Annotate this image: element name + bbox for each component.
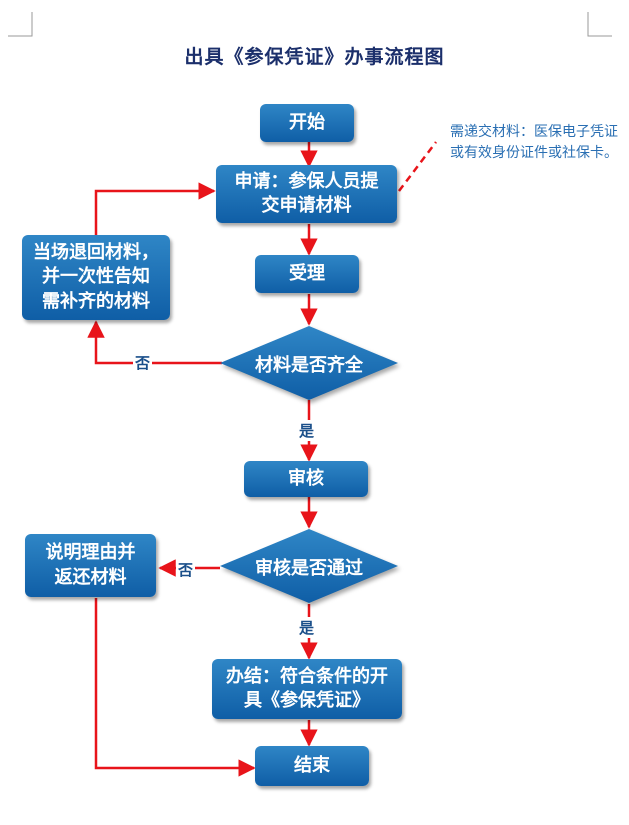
page-title: 出具《参保凭证》办事流程图 bbox=[184, 46, 445, 68]
edge-label-yes-2: 是 bbox=[297, 617, 317, 638]
node-accept-label: 受理 bbox=[289, 262, 325, 284]
edge-label-no-1: 否 bbox=[133, 352, 153, 373]
node-apply: 申请：参保人员提 交申请材料 bbox=[216, 165, 397, 223]
edge-label-no-2: 否 bbox=[176, 559, 196, 580]
node-end-label: 结束 bbox=[294, 754, 330, 776]
arrow-check-no-to-return bbox=[87, 320, 222, 365]
edge-label-yes-1: 是 bbox=[297, 420, 317, 441]
node-return-materials: 当场退回材料， 并一次性告知 需补齐的材料 bbox=[22, 235, 170, 320]
node-finish-line2: 具《参保凭证》 bbox=[244, 690, 370, 711]
node-finish: 办结：符合条件的开 具《参保凭证》 bbox=[212, 659, 402, 719]
node-explain-return: 说明理由并 返还材料 bbox=[25, 534, 156, 597]
arrow-explain-to-end bbox=[94, 598, 256, 777]
decision-diamond-complete bbox=[220, 326, 398, 400]
decision-complete-label: 材料是否齐全 bbox=[255, 355, 363, 376]
node-start: 开始 bbox=[260, 104, 354, 142]
arrow-return-to-apply bbox=[94, 182, 216, 235]
decision-diamond-pass bbox=[220, 529, 398, 603]
node-review: 审核 bbox=[244, 461, 368, 497]
node-accept: 受理 bbox=[255, 255, 359, 293]
node-apply-line2: 交申请材料 bbox=[261, 195, 352, 216]
node-start-label: 开始 bbox=[289, 111, 325, 133]
node-return-line3: 需补齐的材料 bbox=[42, 290, 150, 312]
node-end: 结束 bbox=[255, 746, 369, 786]
page-crop-marks bbox=[8, 12, 612, 37]
decision-pass-label: 审核是否通过 bbox=[255, 558, 363, 579]
node-apply-line1: 申请：参保人员提 bbox=[234, 170, 379, 192]
node-finish-line1: 办结：符合条件的开 bbox=[226, 665, 388, 687]
node-return-line2: 并一次性告知 bbox=[42, 266, 150, 288]
required-materials-note: 需递交材料：医保电子凭证或有效身份证件或社保卡。 bbox=[450, 124, 618, 161]
note-callout-line bbox=[398, 141, 437, 192]
node-return-line1: 当场退回材料， bbox=[33, 242, 159, 264]
node-review-label: 审核 bbox=[288, 467, 324, 489]
node-explain-line2: 返还材料 bbox=[54, 566, 127, 588]
node-explain-line1: 说明理由并 bbox=[45, 542, 136, 564]
